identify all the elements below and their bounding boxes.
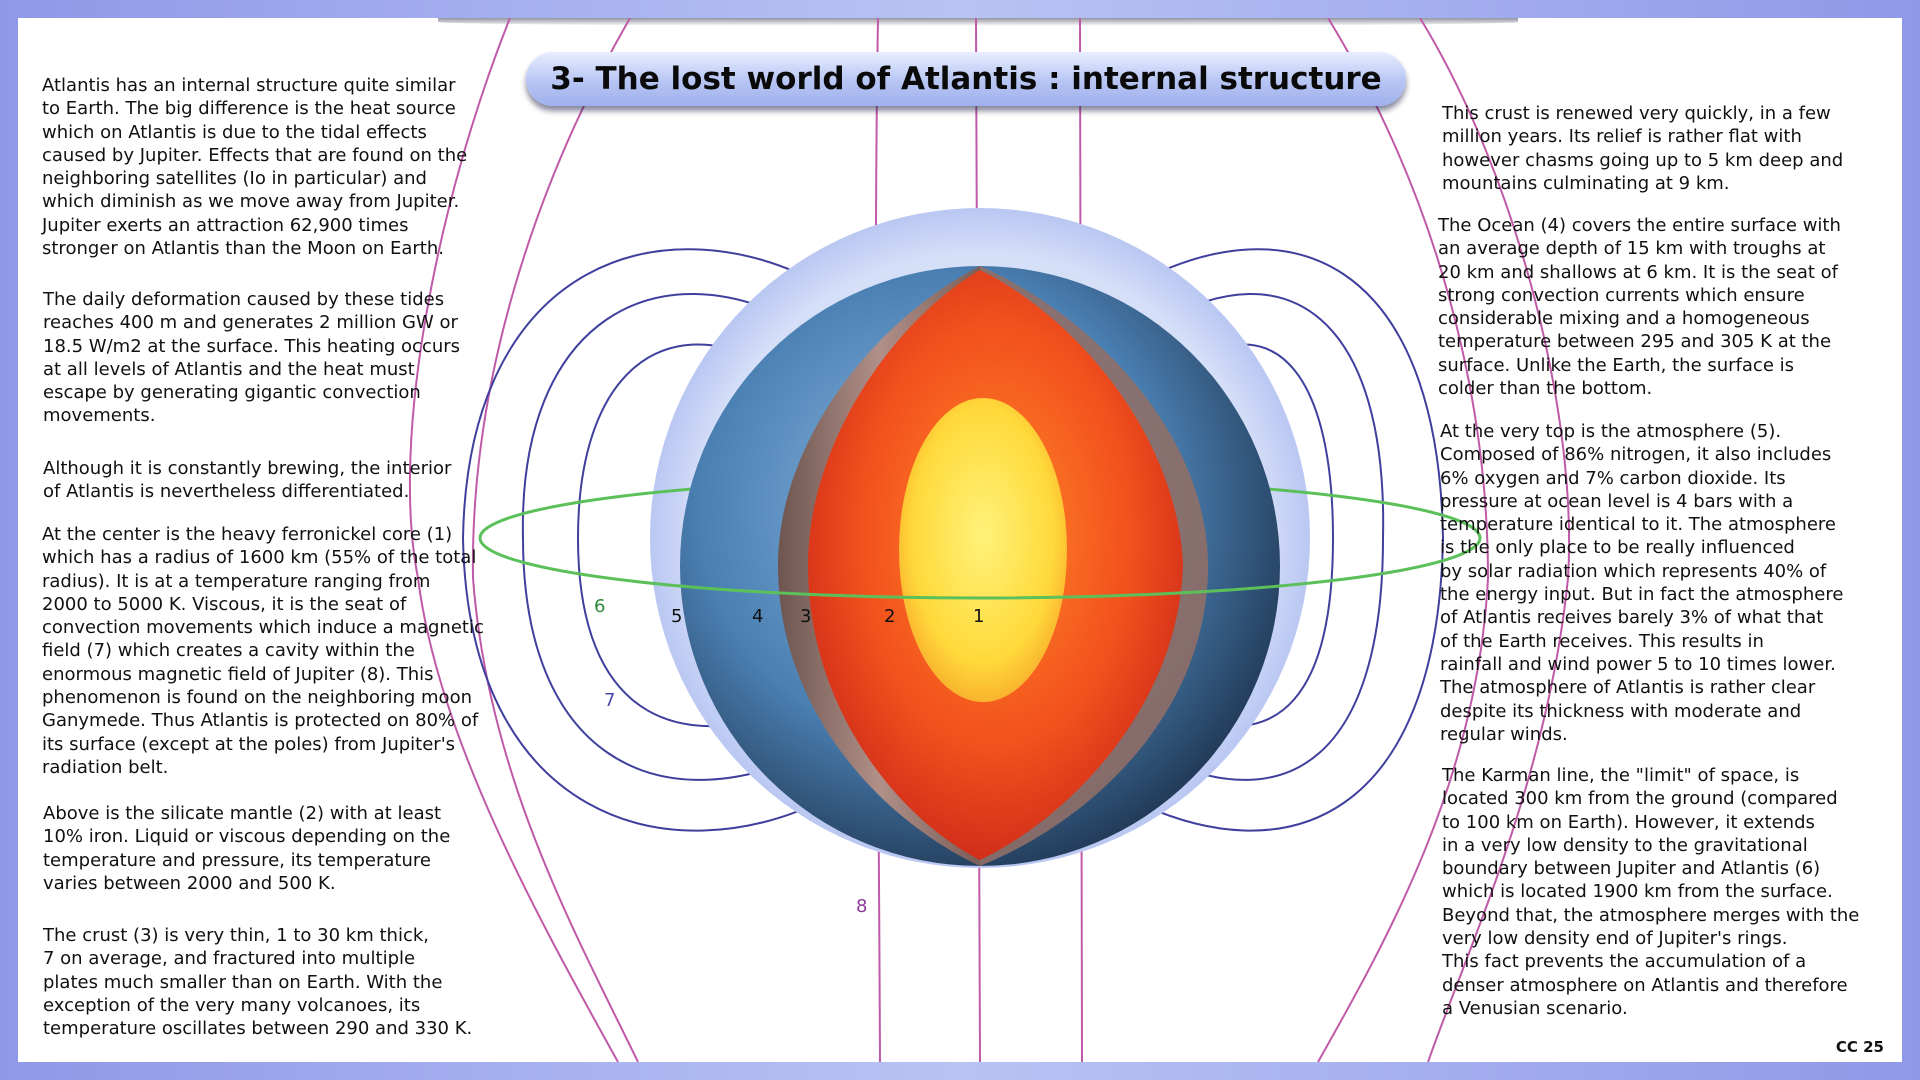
jupiter-field-lines: [408, 18, 1571, 1062]
right-paragraph: The Ocean (4) covers the entire surface …: [1438, 215, 1841, 400]
top-shadow: [438, 18, 1518, 26]
label-ocean: 4: [752, 606, 763, 627]
right-paragraph: At the very top is the atmosphere (5). C…: [1440, 421, 1844, 745]
right-paragraph: The Karman line, the "limit" of space, i…: [1442, 765, 1860, 1019]
jupiter-field-line: [1419, 18, 1571, 1062]
left-paragraph: Although it is constantly brewing, the i…: [43, 458, 452, 503]
magnetic-field-line: [521, 293, 799, 781]
planet: [680, 266, 1280, 866]
magnetic-field-line: [1127, 248, 1445, 832]
label-mantle: 2: [884, 606, 895, 627]
left-paragraph: At the center is the heavy ferronickel c…: [42, 524, 484, 778]
left-paragraph: Atlantis has an internal structure quite…: [42, 75, 468, 260]
page-title: 3- The lost world of Atlantis : internal…: [550, 61, 1382, 97]
label-magnetic-field: 7: [604, 690, 615, 711]
jupiter-field-line: [408, 18, 619, 1062]
label-atmosphere: 5: [671, 606, 682, 627]
title-banner: 3- The lost world of Atlantis : internal…: [526, 52, 1406, 106]
magnetic-field-line: [461, 248, 829, 832]
magnetic-field-lines: [461, 248, 1445, 832]
label-jupiter-field: 8: [856, 896, 867, 917]
jupiter-field-line: [1317, 18, 1490, 1062]
left-paragraph: Above is the silicate mantle (2) with at…: [43, 803, 451, 894]
label-gravitational-boundary: 6: [594, 596, 605, 617]
left-paragraph: The daily deformation caused by these ti…: [43, 289, 461, 427]
label-core: 1: [973, 606, 984, 627]
magnetic-field-line: [1157, 292, 1385, 781]
left-paragraph: The crust (3) is very thin, 1 to 30 km t…: [43, 925, 473, 1040]
core-layer: [899, 398, 1067, 702]
right-paragraph: This crust is renewed very quickly, in a…: [1442, 103, 1844, 194]
boundary-ellipse-front: [478, 537, 1482, 600]
jupiter-field-line: [471, 18, 639, 1062]
magnetic-field-line: [576, 343, 769, 728]
magnetic-field-line: [1187, 343, 1335, 728]
slide-footer: CC 25: [1835, 1038, 1884, 1056]
label-crust: 3: [800, 606, 811, 627]
atlantis-structure-diagram: 1 2 3 4 5 6 7 8: [408, 18, 1571, 1062]
slide: 1 2 3 4 5 6 7 8 3- The lost world of Atl…: [18, 18, 1902, 1062]
